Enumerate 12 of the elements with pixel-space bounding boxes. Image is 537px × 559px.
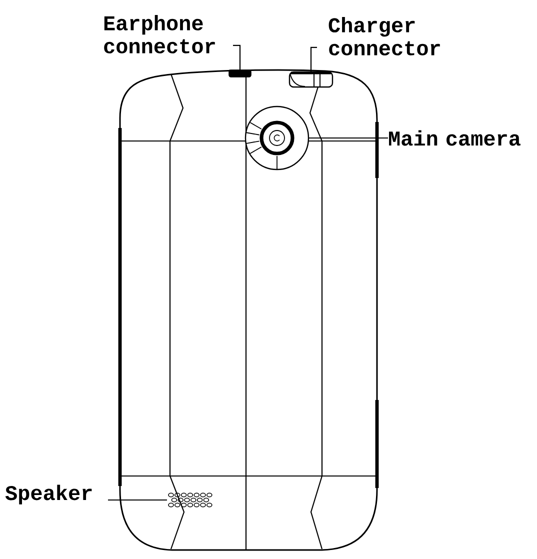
charger-port xyxy=(288,71,334,88)
part-label: Speaker xyxy=(5,484,92,504)
part-label: Charger connector xyxy=(328,17,440,56)
leader-line xyxy=(310,46,317,72)
earphone-jack xyxy=(228,70,252,78)
leader-line xyxy=(108,499,167,501)
part-label: Earphone connector xyxy=(104,15,215,54)
part-label: Main camera xyxy=(389,130,520,146)
leader-line xyxy=(308,137,388,139)
camera-lens xyxy=(244,106,310,170)
speaker-grille xyxy=(168,492,212,508)
leader-line xyxy=(233,44,241,70)
